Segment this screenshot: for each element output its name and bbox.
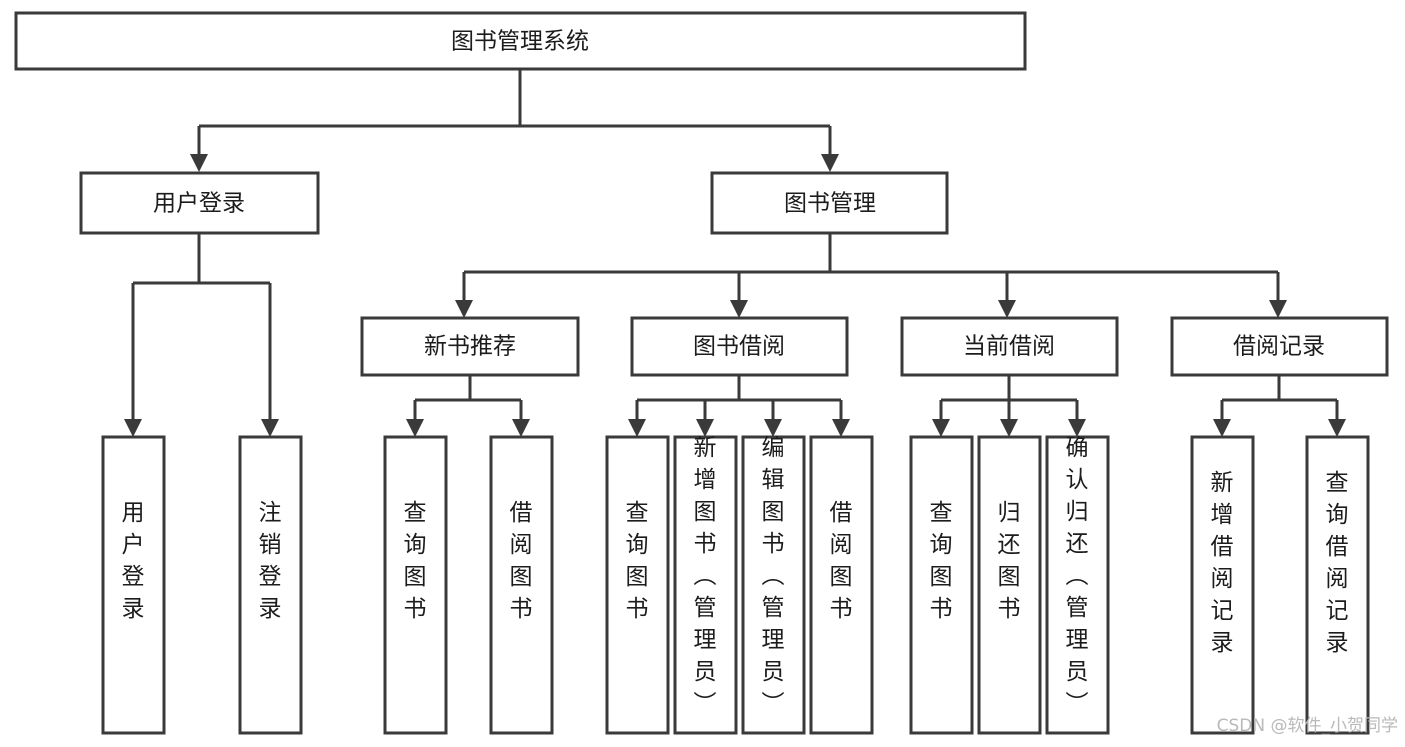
node-leaf-borrow-book-2-box[interactable] [809,435,874,735]
connector-group-book-management [455,233,1287,318]
arrow-to-book-borrow [730,300,748,318]
node-leaf-return-book-box[interactable] [977,435,1042,735]
node-leaf-add-book-admin-label: 新增图书︵管理员︶ [694,435,717,717]
node-leaf-query-borrow-record[interactable]: 查询借阅记录 [1305,435,1370,735]
node-leaf-query-borrow-record-box[interactable] [1305,435,1370,735]
node-borrow-record-label: 借阅记录 [1233,334,1325,360]
node-leaf-borrow-book-2-label: 借阅图书 [830,500,853,622]
node-leaf-return-book-label: 归还图书 [998,500,1021,622]
arrow-to-leaf-query-book-2 [628,419,646,437]
node-current-borrow[interactable]: 当前借阅 [900,316,1119,377]
node-leaf-edit-book-admin[interactable]: 编辑图书︵管理员︶ [741,435,806,735]
arrow-root-to-user-login [190,154,208,172]
node-user-login-label: 用户登录 [153,191,245,217]
node-leaf-query-book-2-label: 查询图书 [626,500,649,622]
node-borrow-record-box[interactable] [1170,316,1389,377]
arrow-to-leaf-return-book [1000,419,1018,437]
node-leaf-query-book-1-box[interactable] [383,435,448,735]
arrow-to-leaf-user-login [124,419,142,437]
node-leaf-query-book-3[interactable]: 查询图书 [909,435,974,735]
arrow-to-current-borrow [998,300,1016,318]
node-leaf-borrow-book-1-box[interactable] [489,435,554,735]
node-leaf-borrow-book-2[interactable]: 借阅图书 [809,435,874,735]
node-leaf-query-book-3-label: 查询图书 [930,500,953,622]
node-user-login[interactable]: 用户登录 [79,171,320,235]
connector-group-current-borrow [932,375,1086,437]
arrow-to-leaf-query-book-1 [406,419,424,437]
node-leaf-confirm-return-admin[interactable]: 确认归还︵管理员︶ [1045,435,1110,735]
node-leaf-user-login[interactable]: 用户登录 [101,435,166,735]
node-leaf-confirm-return-admin-label: 确认归还︵管理员︶ [1066,435,1089,717]
arrow-to-leaf-query-book-3 [932,419,950,437]
connector-group-borrow-record [1213,375,1346,437]
arrow-to-leaf-query-borrow-record [1328,419,1346,437]
node-leaf-borrow-book-1[interactable]: 借阅图书 [489,435,554,735]
node-leaf-query-book-2[interactable]: 查询图书 [605,435,670,735]
connector-group-user-login [124,233,279,437]
node-leaf-logout-login-box[interactable] [238,435,303,735]
node-current-borrow-label: 当前借阅 [963,334,1055,360]
node-book-management-label: 图书管理 [784,191,876,217]
node-leaf-confirm-return-admin-box[interactable] [1045,435,1110,735]
node-new-book-recommend[interactable]: 新书推荐 [360,316,580,377]
node-leaf-edit-book-admin-label: 编辑图书︵管理员︶ [762,435,785,717]
connector-group-root [190,70,839,172]
arrow-to-leaf-logout-login [261,419,279,437]
node-book-borrow-box[interactable] [630,316,849,377]
node-book-borrow[interactable]: 图书借阅 [630,316,849,377]
node-leaf-add-book-admin-box[interactable] [673,435,738,735]
node-leaf-edit-book-admin-box[interactable] [741,435,806,735]
node-new-book-recommend-box[interactable] [360,316,580,377]
arrow-to-leaf-add-borrow-record [1213,419,1231,437]
csdn-watermark: CSDN @软件_小贺同学 [1217,716,1398,736]
node-root[interactable]: 图书管理系统 [14,11,1027,71]
node-leaf-query-book-1-label: 查询图书 [404,500,427,622]
node-book-borrow-label: 图书借阅 [693,334,785,360]
arrow-to-leaf-borrow-book-1 [512,419,530,437]
arrow-to-leaf-borrow-book-2 [832,419,850,437]
node-leaf-query-book-1[interactable]: 查询图书 [383,435,448,735]
node-new-book-recommend-label: 新书推荐 [424,334,516,360]
node-leaf-add-book-admin[interactable]: 新增图书︵管理员︶ [673,435,738,735]
node-root-box[interactable] [14,11,1027,71]
arrow-root-to-book-management [821,154,839,172]
node-leaf-add-borrow-record[interactable]: 新增借阅记录 [1190,435,1255,735]
node-user-login-box[interactable] [79,171,320,235]
node-leaf-user-login-label: 用户登录 [122,500,145,622]
node-borrow-record[interactable]: 借阅记录 [1170,316,1389,377]
node-leaf-borrow-book-1-label: 借阅图书 [510,500,533,622]
node-leaf-query-book-2-box[interactable] [605,435,670,735]
arrow-to-borrow-record [1269,300,1287,318]
node-leaf-user-login-box[interactable] [101,435,166,735]
node-leaf-query-book-3-box[interactable] [909,435,974,735]
node-leaf-logout-login[interactable]: 注销登录 [238,435,303,735]
node-leaf-add-borrow-record-label: 新增借阅记录 [1211,470,1234,656]
node-leaf-return-book[interactable]: 归还图书 [977,435,1042,735]
node-leaf-add-borrow-record-box[interactable] [1190,435,1255,735]
node-book-management[interactable]: 图书管理 [710,171,949,235]
node-current-borrow-box[interactable] [900,316,1119,377]
node-leaf-logout-login-label: 注销登录 [259,500,282,622]
connector-group-book-borrow [628,375,850,437]
node-book-management-box[interactable] [710,171,949,235]
connector-group-new-book-recommend [406,375,530,437]
node-leaf-query-borrow-record-label: 查询借阅记录 [1326,470,1349,656]
node-root-label: 图书管理系统 [451,29,589,55]
arrow-to-new-book-recommend [455,300,473,318]
